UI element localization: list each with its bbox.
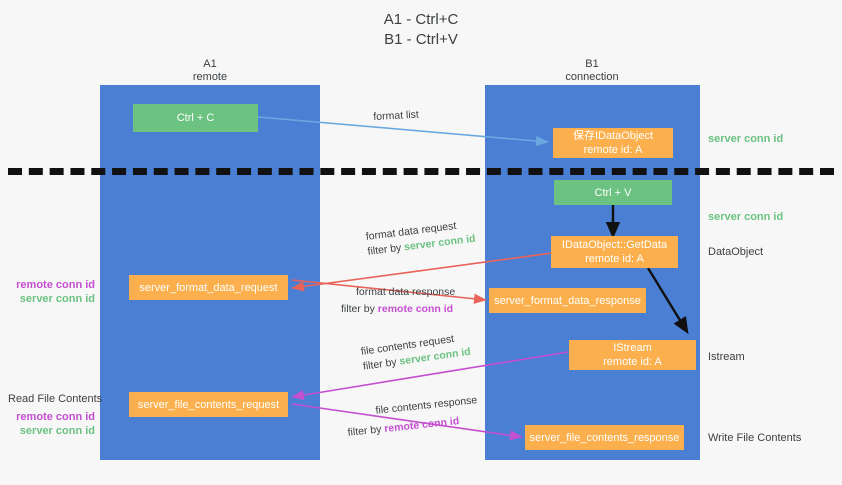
- node-server-file-contents-response[interactable]: server_file_contents_response: [525, 425, 684, 450]
- filter-prefix: filter by: [362, 355, 401, 373]
- node-idataobject-getdata-sublabel: remote id: A: [585, 253, 644, 265]
- node-ctrl-c[interactable]: Ctrl + C: [133, 104, 258, 132]
- node-idataobject-getdata[interactable]: IDataObject::GetData remote id: A: [551, 236, 678, 268]
- node-server-format-data-response-label: server_format_data_response: [494, 294, 641, 307]
- title-line-2: B1 - Ctrl+V: [384, 31, 458, 48]
- node-server-file-contents-response-label: server_file_contents_response: [529, 431, 680, 444]
- node-save-idataobject[interactable]: 保存IDataObject remote id: A: [553, 128, 673, 158]
- lane-header-a1: A1 remote: [110, 58, 310, 84]
- node-ctrl-v-label: Ctrl + V: [594, 186, 632, 199]
- lane-header-b1: B1 connection: [492, 58, 692, 84]
- server-conn-id-label: server conn id: [19, 293, 95, 305]
- remote-conn-id-label: remote conn id: [16, 279, 95, 291]
- node-idataobject-getdata-label: IDataObject::GetData: [561, 239, 668, 251]
- annotation-server-conn-id-mid: server conn id: [708, 211, 784, 223]
- node-server-file-contents-request-label: server_file_contents_request: [137, 398, 280, 411]
- lane-a1-title: A1: [203, 58, 217, 70]
- edge-label-file-contents-request: file contents request filter by server c…: [360, 330, 472, 375]
- node-istream[interactable]: IStream remote id: A: [569, 340, 696, 370]
- node-istream-label: IStream: [613, 342, 652, 354]
- lane-a1-subtitle: remote: [192, 71, 228, 83]
- node-server-format-data-response[interactable]: server_format_data_response: [489, 288, 646, 313]
- edge-label-file-contents-response: file contents response filter by remote …: [345, 393, 480, 441]
- edge-label-format-list-text: format list: [373, 108, 420, 123]
- edge-label-format-data-response-text: format data response: [356, 286, 456, 298]
- diagram-title: A1 - Ctrl+C B1 - Ctrl+V: [0, 10, 842, 50]
- node-istream-sublabel: remote id: A: [603, 356, 662, 368]
- lane-b1-title: B1: [585, 58, 599, 70]
- filter-prefix: filter by: [366, 241, 405, 258]
- annotation-conn-pair-upper: remote conn id server conn id: [0, 278, 95, 306]
- lane-b1-subtitle: connection: [565, 71, 619, 83]
- node-save-idataobject-sublabel: remote id: A: [583, 144, 643, 156]
- edge-label-format-data-response-filter: filter by remote conn id: [336, 302, 455, 317]
- server-conn-id-label: server conn id: [19, 425, 95, 437]
- filter-prefix: filter by: [341, 303, 378, 315]
- filter-value-remote-conn-id: remote conn id: [383, 415, 460, 435]
- dashed-separator: [8, 168, 834, 175]
- node-ctrl-c-label: Ctrl + C: [176, 112, 215, 124]
- edge-label-format-data-request: format data request filter by server con…: [365, 217, 476, 260]
- filter-value-remote-conn-id: remote conn id: [377, 303, 454, 315]
- node-server-format-data-request-label: server_format_data_request: [139, 281, 278, 294]
- annotation-istream: Istream: [708, 351, 745, 363]
- node-server-file-contents-request[interactable]: server_file_contents_request: [129, 392, 288, 417]
- annotation-read-file-contents: Read File Contents: [8, 393, 103, 405]
- edge-label-format-data-response: format data response filter by remote co…: [336, 285, 455, 317]
- node-save-idataobject-label: 保存IDataObject: [572, 130, 654, 142]
- filter-prefix: filter by: [347, 423, 385, 439]
- node-server-format-data-request[interactable]: server_format_data_request: [129, 275, 288, 300]
- annotation-write-file-contents: Write File Contents: [708, 432, 802, 444]
- annotation-dataobject: DataObject: [708, 246, 764, 258]
- remote-conn-id-label: remote conn id: [16, 411, 95, 423]
- title-line-1: A1 - Ctrl+C: [383, 11, 459, 28]
- node-ctrl-v[interactable]: Ctrl + V: [554, 180, 672, 205]
- edge-label-format-list: format list: [373, 108, 419, 125]
- annotation-conn-pair-lower: remote conn id server conn id: [0, 410, 95, 438]
- annotation-server-conn-id-top: server conn id: [708, 133, 784, 145]
